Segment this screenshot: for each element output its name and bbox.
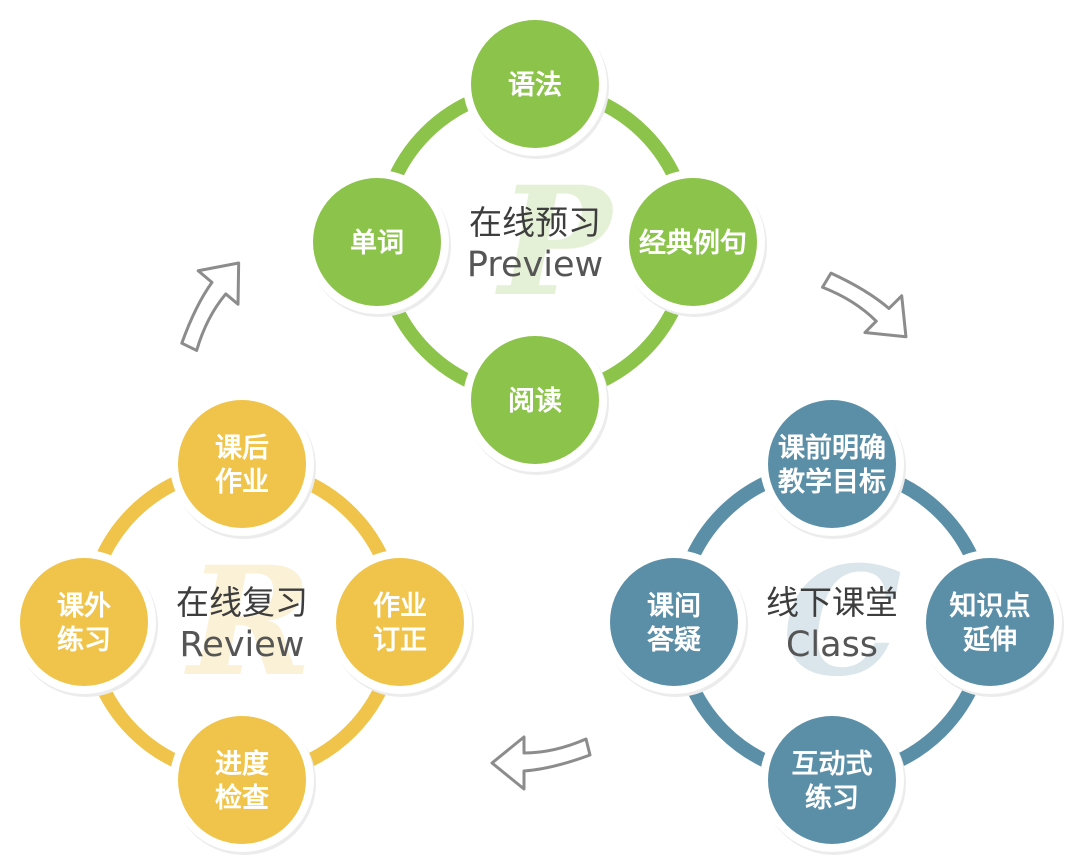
center-title-cn-preview: 在线预习 xyxy=(469,203,601,242)
node-preview-left: 单词 xyxy=(305,170,451,317)
node-circle xyxy=(313,178,441,306)
node-label-line: 作业 xyxy=(215,467,269,498)
node-label-line: 检查 xyxy=(215,782,269,814)
node-label-line: 延伸 xyxy=(962,625,1017,656)
node-preview-top: 语法 xyxy=(463,12,609,159)
watermark-review: R xyxy=(184,534,313,710)
node-circle xyxy=(768,400,896,528)
node-circle xyxy=(926,558,1054,686)
node-circle xyxy=(471,20,599,148)
node-label-line: 互动式 xyxy=(792,749,873,780)
center-title-cn-class: 线下课堂 xyxy=(766,583,898,622)
node-circle xyxy=(178,716,306,844)
node-preview-bottom: 阅读 xyxy=(463,328,609,475)
node-label-line: 经典例句 xyxy=(639,227,747,259)
node-circle xyxy=(20,558,148,686)
node-label-line: 教学目标 xyxy=(778,466,886,498)
node-label-line: 阅读 xyxy=(508,386,562,417)
arrow-class-to-review xyxy=(490,735,592,791)
node-label-line: 单词 xyxy=(350,228,404,259)
node-label-line: 进度 xyxy=(215,748,269,780)
node-label-line: 练习 xyxy=(57,624,111,656)
node-circle xyxy=(768,716,896,844)
node-label-line: 课前明确 xyxy=(778,432,886,464)
arrow-shape xyxy=(821,271,908,339)
node-label-line: 课后 xyxy=(215,433,269,464)
node-label-line: 知识点 xyxy=(950,591,1031,622)
node-label-line: 语法 xyxy=(508,70,562,101)
node-label-line: 课间 xyxy=(647,591,701,622)
node-label-line: 练习 xyxy=(805,782,859,814)
node-label-line: 订正 xyxy=(373,625,427,656)
node-label-line: 课外 xyxy=(57,591,111,622)
node-label-line: 答疑 xyxy=(647,624,701,656)
node-circle xyxy=(178,400,306,528)
node-label-line: 作业 xyxy=(373,591,427,622)
arrow-shape xyxy=(490,735,592,791)
node-circle xyxy=(629,178,757,306)
center-title-cn-review: 在线复习 xyxy=(176,583,308,622)
arrow-preview-to-class xyxy=(821,271,908,339)
node-circle xyxy=(336,558,464,686)
watermark-class: C xyxy=(782,534,901,710)
arrow-shape xyxy=(180,261,241,352)
node-circle xyxy=(610,558,738,686)
center-title-en-class: Class xyxy=(786,625,878,665)
watermark-preview: P xyxy=(495,154,616,330)
center-title-en-review: Review xyxy=(180,625,305,665)
node-circle xyxy=(471,336,599,464)
node-preview-right: 经典例句 xyxy=(621,170,767,317)
center-title-en-preview: Preview xyxy=(467,245,603,285)
arrow-review-to-preview xyxy=(180,261,241,352)
